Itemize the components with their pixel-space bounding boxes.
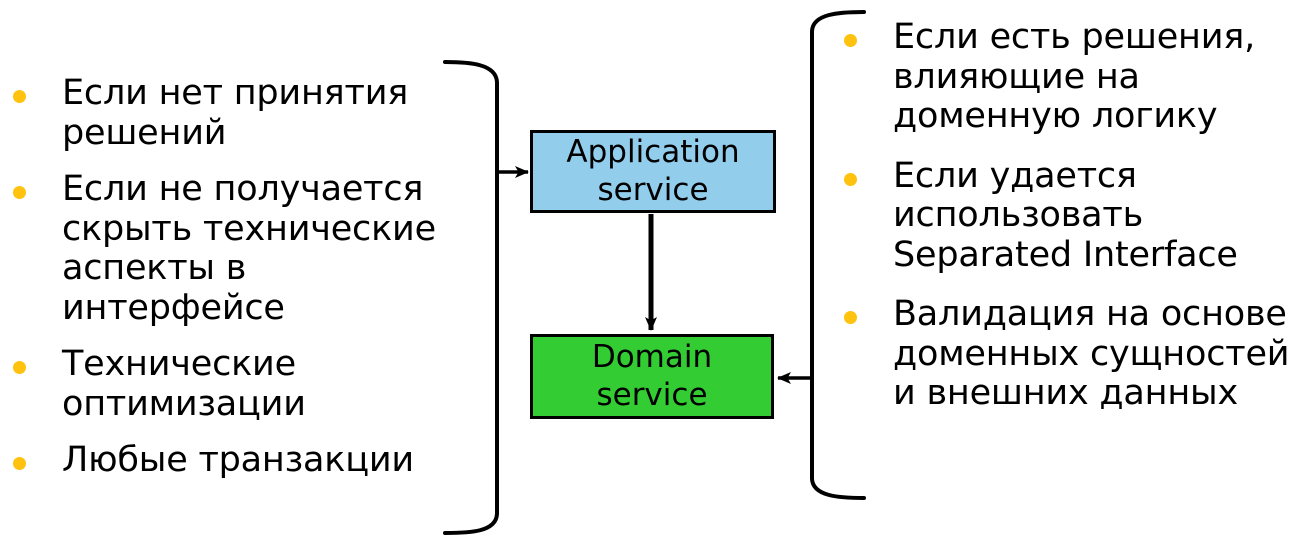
bullet-dot-icon (844, 172, 857, 186)
bullet-dot-icon (13, 457, 26, 471)
bullet-dot-icon (844, 34, 857, 47)
list-item: Валидация на основе доменных сущностей и… (832, 294, 1302, 414)
list-item: Если есть решения, влияющие на доменную … (832, 17, 1302, 137)
list-item: Любые транзакции (0, 441, 452, 481)
bullet-dot-icon (844, 311, 857, 325)
list-item: Если удается использовать Separated Inte… (832, 155, 1302, 276)
left-brace (443, 60, 499, 535)
list-item: Если не получается скрыть технические ас… (0, 169, 452, 328)
list-item: Технические оптимизации (0, 345, 452, 424)
list-item-label: Валидация на основе доменных сущностей и… (893, 294, 1290, 414)
left-bullet-list: Если нет принятия решений Если не получа… (0, 73, 452, 498)
bullet-dot-icon (13, 186, 26, 200)
list-item-label: Любые транзакции (62, 440, 414, 481)
right-bullet-list: Если есть решения, влияющие на доменную … (832, 17, 1302, 434)
list-item-label: Если есть решения, влияющие на доменную … (893, 17, 1256, 137)
list-item: Если нет принятия решений (0, 73, 452, 153)
list-item-label: Если не получается скрыть технические ас… (62, 169, 436, 328)
list-item-label: Технические оптимизации (62, 344, 306, 424)
list-item-label: Если удается использовать Separated Inte… (893, 155, 1238, 275)
bullet-dot-icon (13, 90, 26, 103)
list-item-label: Если нет принятия решений (62, 73, 409, 153)
bullet-dot-icon (13, 361, 26, 375)
